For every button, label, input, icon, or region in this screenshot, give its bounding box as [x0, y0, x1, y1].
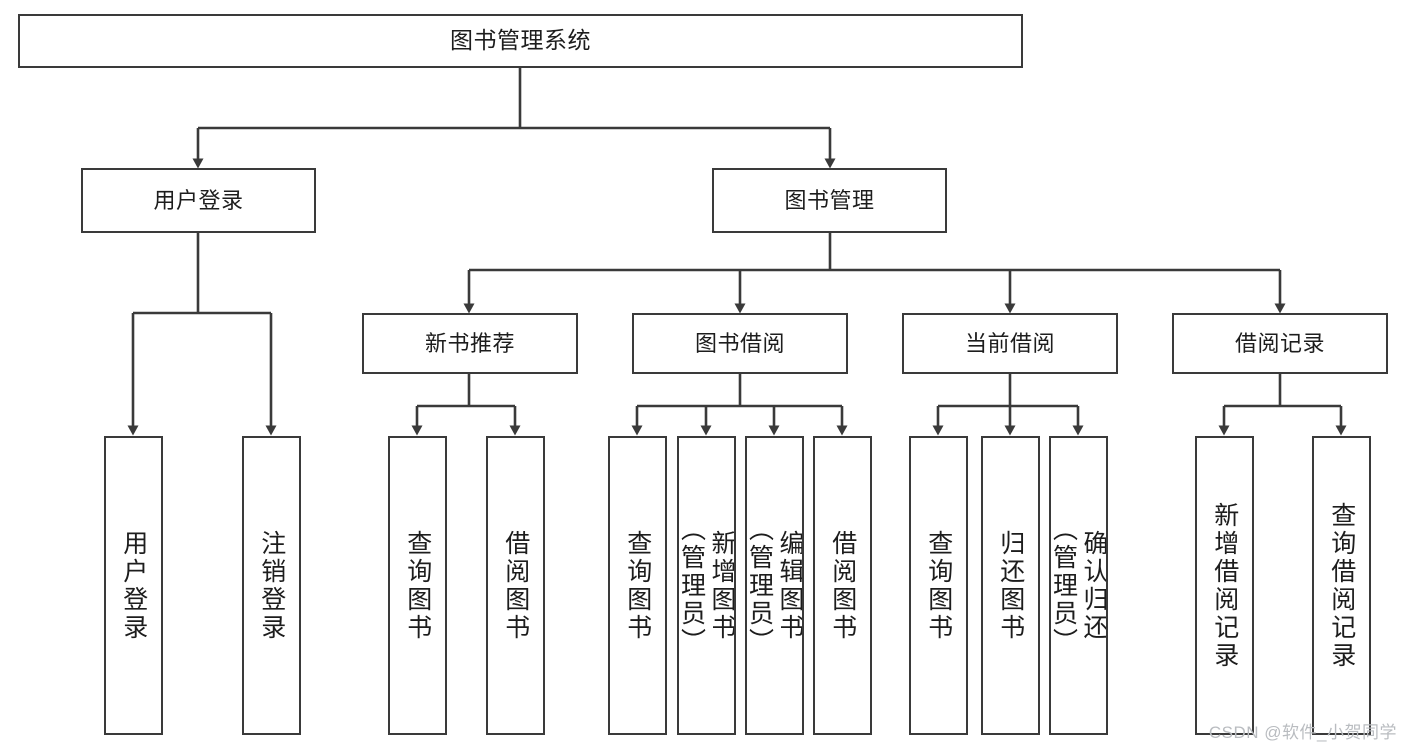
node-label: 图书管理系统	[450, 27, 591, 54]
node-user-login[interactable]: 用户登录	[81, 168, 316, 233]
node-label: 编辑图书 （管理员）	[745, 515, 804, 656]
watermark-text: CSDN @软件_小贺同学	[1208, 723, 1397, 742]
node-label: 查询图书	[403, 529, 432, 642]
node-label: 用户登录	[153, 187, 244, 213]
node-book-management[interactable]: 图书管理	[712, 168, 947, 233]
node-label: 查询借阅记录	[1327, 501, 1356, 670]
node-label: 图书管理	[784, 187, 875, 213]
node-label: 注销登录	[257, 529, 286, 642]
node-label: 新增图书 （管理员）	[677, 515, 736, 656]
leaf-return-book[interactable]: 归还图书	[981, 436, 1040, 735]
leaf-borrow-query-book[interactable]: 查询图书	[608, 436, 667, 735]
leaf-add-book-admin[interactable]: 新增图书 （管理员）	[677, 436, 736, 735]
node-new-book-recommend[interactable]: 新书推荐	[362, 313, 578, 374]
leaf-user-login[interactable]: 用户登录	[104, 436, 163, 735]
node-label: 查询图书	[623, 529, 652, 642]
node-label: 归还图书	[996, 529, 1025, 642]
leaf-logout[interactable]: 注销登录	[242, 436, 301, 735]
node-label: 新书推荐	[424, 330, 515, 356]
leaf-current-query-book[interactable]: 查询图书	[909, 436, 968, 735]
node-label: 确认归还 （管理员）	[1049, 515, 1108, 656]
leaf-new-book-query[interactable]: 查询图书	[388, 436, 447, 735]
node-label: 图书借阅	[694, 330, 785, 356]
node-label: 当前借阅	[964, 330, 1055, 356]
node-book-borrow[interactable]: 图书借阅	[632, 313, 848, 374]
node-label: 查询图书	[924, 529, 953, 642]
leaf-borrow-book[interactable]: 借阅图书	[813, 436, 872, 735]
node-label: 借阅记录	[1234, 330, 1325, 356]
leaf-confirm-return-admin[interactable]: 确认归还 （管理员）	[1049, 436, 1108, 735]
leaf-edit-book-admin[interactable]: 编辑图书 （管理员）	[745, 436, 804, 735]
node-label: 新增借阅记录	[1210, 501, 1239, 670]
node-borrow-record[interactable]: 借阅记录	[1172, 313, 1388, 374]
leaf-query-borrow-record[interactable]: 查询借阅记录	[1312, 436, 1371, 735]
node-label: 借阅图书	[501, 529, 530, 642]
node-root-system[interactable]: 图书管理系统	[18, 14, 1023, 68]
node-label: 借阅图书	[828, 529, 857, 642]
leaf-add-borrow-record[interactable]: 新增借阅记录	[1195, 436, 1254, 735]
node-label: 用户登录	[119, 529, 148, 642]
node-current-borrow[interactable]: 当前借阅	[902, 313, 1118, 374]
leaf-new-book-borrow[interactable]: 借阅图书	[486, 436, 545, 735]
